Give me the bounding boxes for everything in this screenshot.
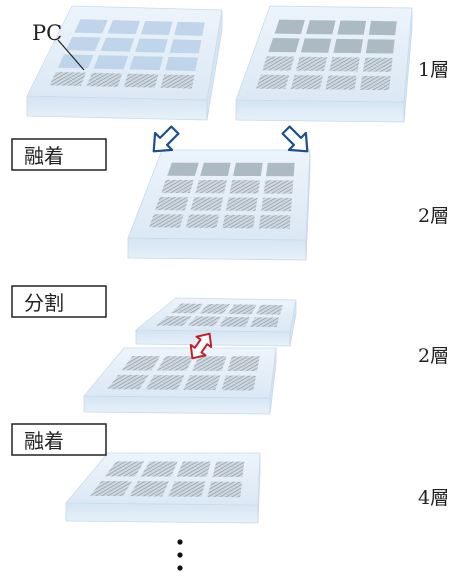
pattern-cell [156,316,192,326]
pattern-cell [176,461,211,477]
pattern-cell [145,375,185,390]
pattern-cell [195,179,227,194]
pattern-cell [129,481,169,497]
pattern-cell [212,461,245,477]
pattern-cell [218,316,251,327]
pattern-cell [192,356,227,371]
pattern-cell [266,162,295,177]
pattern-cell [365,39,395,54]
pattern-cell [200,162,231,176]
pattern-cell [165,56,198,71]
pattern-cell [256,304,283,315]
pattern-cell [333,38,364,54]
plate-split-top [134,297,297,347]
pattern-cell [168,481,206,497]
split-label-box: 分割 [11,285,107,318]
plate-fused-2 [127,149,311,261]
pattern-cell [90,480,133,497]
pattern-cell [250,317,280,328]
arrow-down-left-icon [281,125,309,153]
pattern-cell [222,214,255,229]
fuse-label-1: 融着 [24,144,64,168]
pattern-cell [368,20,397,36]
pattern-cell [185,214,220,228]
layer-label-4: 4層 [418,487,449,509]
pattern-cell [207,481,243,498]
pattern-cell [57,54,94,69]
pattern-cell [160,74,195,89]
pattern-cell [93,55,129,70]
pattern-cell [258,215,291,229]
pattern-cell [66,36,101,51]
fuse-label-2: 融着 [24,429,64,453]
pattern-cell [105,461,145,477]
pattern-cell [107,374,149,390]
pattern-cell [187,316,221,327]
pattern-cell [161,179,194,194]
pattern-cell [262,56,295,71]
pc-label: PC [32,21,62,45]
pattern-cell [227,356,260,372]
pattern-cell [295,56,328,72]
pattern-cell [199,303,231,314]
pattern-cell [174,21,205,36]
pattern-cell [221,375,257,391]
pattern-cell [140,461,178,477]
pattern-cell [329,57,360,72]
pattern-cell [305,20,336,35]
pattern-cell [261,197,292,212]
pattern-cell [135,38,168,53]
pattern-cell [167,162,199,176]
pattern-cell [156,356,194,371]
split-label: 分割 [24,291,64,315]
pattern-cell [169,39,202,54]
pattern-cell [123,73,159,88]
pattern-cell [233,162,263,177]
pattern-cell [337,20,367,35]
split-double-arrow-icon [189,332,213,360]
continuation-dots-icon [177,539,183,571]
pattern-cell [300,38,332,53]
pattern-cell [155,197,189,211]
pattern-cell [225,197,258,211]
pattern-cell [49,71,87,86]
pattern-cell [274,19,305,34]
pattern-cell [74,19,108,34]
pattern-cell [256,74,290,89]
pattern-cell [170,303,204,314]
pattern-cell [227,304,257,315]
layer-label-1: 1層 [418,59,449,81]
layer-label-3: 2層 [418,345,449,367]
plate-split-bottom [83,347,277,415]
pattern-cell [325,75,357,90]
pattern-cell [362,57,393,72]
plate-pc-left [26,5,223,121]
pattern-cell [190,197,224,211]
pattern-cell [268,38,300,53]
pattern-cell [121,356,161,371]
pattern-cell [263,180,294,194]
pattern-cell [229,180,261,194]
pattern-cell [107,20,141,35]
pattern-cell [100,37,135,52]
pattern-cell [140,20,173,36]
plate-right [235,5,413,123]
fuse-label-box-1: 融着 [11,138,107,171]
pattern-cell [149,214,184,228]
pattern-cell [183,375,221,391]
pattern-cell [290,75,323,90]
pc-leader-line [57,39,85,71]
pattern-cell [86,72,123,87]
fuse-label-box-2: 融着 [11,423,107,456]
arrow-down-right-icon [152,125,180,153]
pattern-cell [359,75,391,91]
plate-four [65,452,261,524]
pattern-cell [129,56,164,71]
layer-label-2: 2層 [418,205,449,227]
